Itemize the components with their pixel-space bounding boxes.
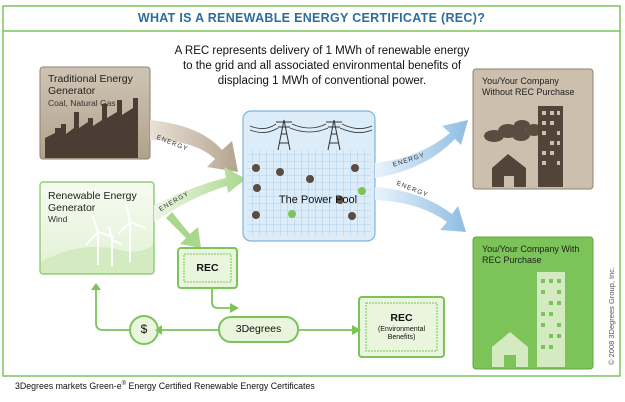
traditional-generator-subtitle: Coal, Natural Gas (48, 98, 116, 108)
green-building-icon (537, 272, 565, 367)
flow-connectors (95, 289, 352, 331)
house-icon (492, 154, 526, 187)
power-pool (242, 110, 376, 242)
flow-arrowheads (91, 283, 361, 335)
renewable-generator-subtitle: Wind (48, 214, 68, 224)
wind-turbine-icon (85, 203, 147, 266)
dollar-icon: $ (140, 322, 148, 336)
rec-environmental-certificate (358, 296, 445, 358)
page-title: WHAT IS A RENEWABLE ENERGY CERTIFICATE (… (137, 11, 486, 25)
company-without-rec-box (472, 68, 594, 190)
energy-arrow-to-company-with (375, 187, 466, 232)
energy-arrow-traditional (150, 120, 238, 172)
company-without-rec-title: You/Your Company Without REC Purchase (482, 76, 575, 97)
copyright-notice: © 2008 3Degrees Group, Inc. (607, 266, 616, 365)
rec-label: REC (196, 262, 219, 274)
traditional-generator-box (39, 66, 151, 160)
smog-cloud-icon (484, 120, 542, 142)
transmission-tower-icon (249, 119, 373, 151)
rec-environmental-subtitle: (Environmental Benefits) (377, 326, 426, 341)
footer-suffix: Energy Certified Renewable Energy Certif… (126, 381, 315, 391)
renewable-generator-title: Renewable Energy Generator (48, 190, 137, 214)
energy-arrow-renewable (154, 167, 246, 222)
building-icon (538, 106, 563, 187)
power-pool-label: The Power Pool (278, 194, 358, 206)
green-house-icon (492, 332, 528, 367)
broker-label: 3Degrees (235, 323, 282, 335)
company-with-rec-title: You/Your Company With REC Purchase (482, 244, 580, 265)
footer-registered-mark: ® (121, 381, 127, 388)
footer-text: 3Degrees markets Green-e® Energy Certifi… (15, 381, 315, 391)
rec-environmental-label: REC (390, 312, 413, 324)
renewable-generator-box (39, 181, 155, 275)
intro-text: A REC represents delivery of 1 MWh of re… (174, 45, 470, 87)
pool-dots (252, 164, 366, 220)
rec-arrow-down (166, 212, 201, 248)
company-with-rec-box (472, 236, 594, 370)
energy-arrow-to-company-without (375, 120, 468, 178)
traditional-generator-title: Traditional Energy Generator (48, 73, 133, 97)
footer-prefix: 3Degrees markets Green-e (15, 381, 122, 391)
factory-icon (45, 98, 138, 158)
rec-certificate (177, 247, 238, 289)
